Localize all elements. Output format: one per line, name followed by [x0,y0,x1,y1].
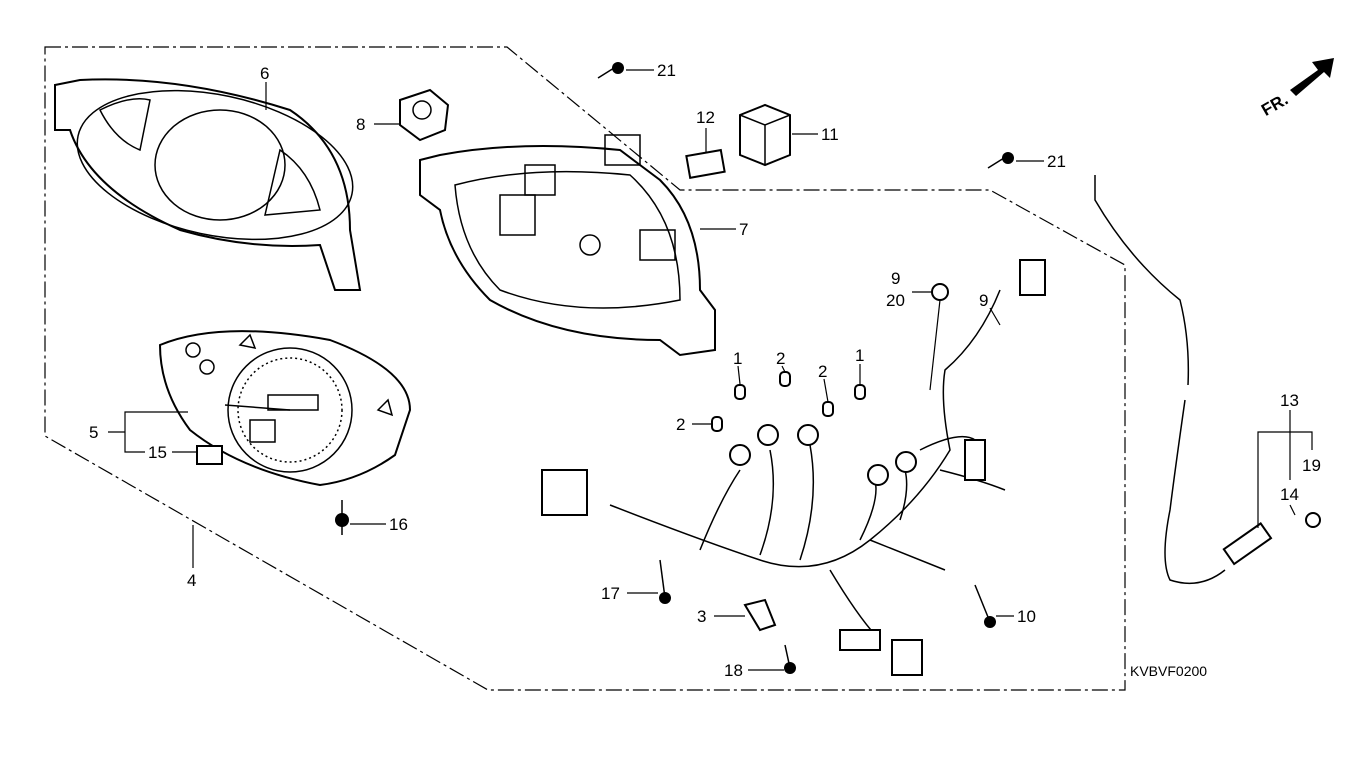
callout-19: 19 [1302,456,1321,475]
screw-21b [987,152,1014,169]
part-3 [743,598,777,632]
socket-part [399,88,450,142]
callout-labels: 6 21 8 12 11 21 7 9 20 9 1 2 2 1 2 5 15 … [89,61,1321,680]
callout-2: 2 [676,415,685,434]
callout-2: 2 [818,362,827,381]
clip-20 [931,283,949,301]
callout-2: 2 [776,349,785,368]
callout-3: 3 [697,607,706,626]
callout-1: 1 [733,349,742,368]
callout-9: 9 [979,291,988,310]
screw-16 [335,500,349,535]
callout-18: 18 [724,661,743,680]
callout-14: 14 [1280,485,1299,504]
callout-5: 5 [89,423,98,442]
callout-20: 20 [886,291,905,310]
diagram-code: KVBVF0200 [1130,663,1207,679]
relay-part-11 [739,103,791,167]
callout-16: 16 [389,515,408,534]
bulbs [711,371,866,432]
callout-21: 21 [657,61,676,80]
callout-6: 6 [260,64,269,83]
svg-text:FR.: FR. [1258,90,1291,120]
meter-case-part [419,134,716,357]
meter-cover-part [54,78,362,291]
callout-4: 4 [187,571,196,590]
screw-21a [597,62,624,79]
callout-21: 21 [1047,152,1066,171]
wire-harness-part [541,259,1046,676]
callout-8: 8 [356,115,365,134]
leader-lines [108,69,1313,671]
front-direction-arrow: FR. [1258,58,1334,120]
callout-12: 12 [696,108,715,127]
callout-10: 10 [1017,607,1036,626]
callout-11: 11 [821,125,839,144]
callout-1: 1 [855,346,864,365]
callout-15: 15 [148,443,167,462]
speedometer-cable-part [1094,175,1321,585]
screws-17-18-10 [659,559,996,674]
callout-13: 13 [1280,391,1299,410]
callout-9: 9 [891,269,900,288]
part-12 [685,148,726,179]
callout-17: 17 [601,584,620,603]
part-15 [196,445,223,465]
callout-7: 7 [739,220,748,239]
assembly-boundary [44,46,1126,691]
